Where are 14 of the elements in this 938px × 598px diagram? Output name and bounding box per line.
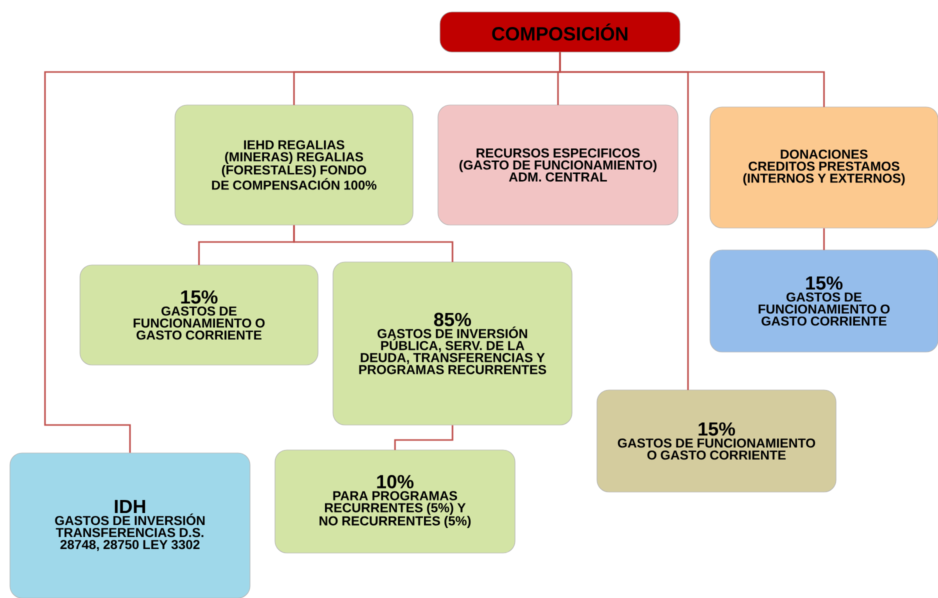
allocation-box: IDH GASTOS DE INVERSIÓN TRANSFERENCIAS D.S. 28748, 28750 LEY 3302 [10, 452, 250, 598]
connector-line [44, 52, 561, 453]
category-box: RECURSOS ESPECIFICOS (GASTO DE FUNCIONAMIENTO) ADM. CENTRAL [438, 104, 678, 226]
title-box: COMPOSICIÓN [440, 12, 680, 52]
allocation-box: 15% GASTOS DE FUNCIONAMIENTO O GASTO CORRIENTE [710, 250, 938, 352]
allocation-box: 15% GASTOS DE FUNCIONAMIENTO O GASTO CORRIENTE [596, 390, 836, 492]
connector-line [293, 225, 454, 262]
category-box: IEHD REGALIAS (MINERAS) REGALIAS (FORESTALES) FONDO DE COMPENSACIÓN 100% [174, 104, 414, 226]
allocation-box: 10% PARA PROGRAMAS RECURRENTES (5%) Y NO RECURRENTES (5%) [274, 450, 516, 554]
allocation-box: 15% GASTOS DE FUNCIONAMIENTO O GASTO CORRIENTE [80, 264, 318, 366]
connector-line [823, 228, 825, 250]
category-box: DONACIONES CREDITOS PRESTAMOS (INTERNOS Y EXTERNOS) [710, 106, 938, 228]
allocation-box: 85% GASTOS DE INVERSIÓN PÚBLICA, SERV. DE LA DEUDA, TRANSFERENCIAS Y PROGRAMAS RECURRENTES [332, 262, 572, 426]
connector-line [394, 425, 454, 450]
